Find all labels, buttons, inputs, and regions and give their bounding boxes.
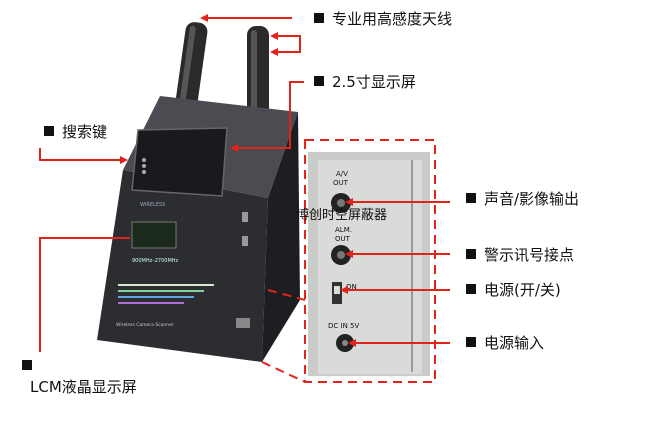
panel-alm: ALM. — [335, 226, 352, 234]
label-search-key: 搜索键 — [44, 123, 107, 141]
signal-bars — [118, 284, 214, 304]
device-body — [97, 96, 300, 362]
detail-panel — [308, 152, 430, 376]
device-freq: 900MHz–2700MHz — [132, 258, 179, 264]
device-brand: WIRELESS — [140, 202, 165, 208]
label-av-out: 声音/影像输出 — [466, 190, 579, 208]
panel-dc: DC IN 5V — [328, 322, 359, 330]
antenna-right — [247, 26, 269, 122]
leader-arrows — [120, 14, 356, 347]
panel-on: ON — [346, 283, 357, 291]
watermark: 博创时空屏蔽器 — [296, 208, 388, 223]
label-screen: 2.5寸显示屏 — [314, 73, 416, 91]
label-power-switch: 电源(开/关) — [466, 281, 561, 299]
label-antenna: 专业用高感度天线 — [314, 10, 452, 28]
leader-lines — [39, 17, 450, 352]
label-lcm-marker — [22, 357, 40, 375]
panel-av-out: OUT — [333, 179, 349, 187]
label-lcm: LCM液晶显示屏 — [30, 378, 137, 396]
panel-alm-out: OUT — [335, 235, 351, 243]
antenna-left — [174, 22, 208, 118]
label-alarm: 警示讯号接点 — [466, 246, 574, 264]
detail-callout-border — [261, 139, 436, 383]
panel-av: A/V — [336, 170, 348, 178]
label-power-in: 电源输入 — [466, 334, 544, 352]
device-model: Wireless Camera Scanner — [116, 322, 174, 328]
